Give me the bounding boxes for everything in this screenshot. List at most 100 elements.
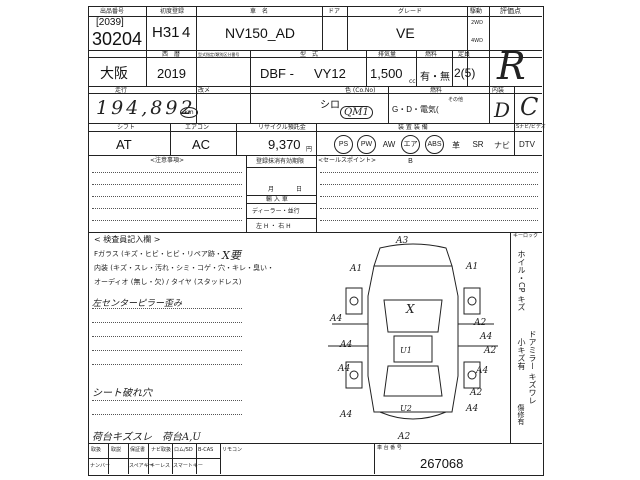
grid-line bbox=[146, 6, 147, 86]
equip-aw: AW bbox=[382, 140, 396, 149]
hand-note-4: 荷台A,U bbox=[162, 432, 201, 443]
meter-label: 改メ bbox=[198, 87, 211, 94]
shift-label: シフト bbox=[117, 124, 136, 131]
grid-line bbox=[88, 16, 542, 17]
grid-line bbox=[366, 50, 367, 86]
capacity: 2(5) bbox=[454, 66, 476, 80]
day-label: 日 bbox=[296, 186, 303, 193]
venue: 大阪 bbox=[100, 65, 128, 81]
grid-line bbox=[88, 57, 542, 58]
inspection-title: < 検査員記入欄 > bbox=[94, 235, 161, 244]
chassis-label: 車 台 番 号 bbox=[377, 445, 402, 451]
dotted-line bbox=[92, 184, 242, 185]
dotted-line bbox=[320, 172, 538, 173]
equip-dtv: DTV bbox=[519, 140, 535, 149]
damage-mark: A2 bbox=[474, 318, 487, 328]
equip-airbag: エアB bbox=[401, 135, 420, 165]
footer-item: ナビ取扱 bbox=[151, 447, 172, 453]
dotted-line bbox=[92, 220, 242, 221]
grid-line bbox=[246, 195, 316, 196]
dotted-line bbox=[92, 208, 242, 209]
model-label: 型 式 bbox=[300, 51, 319, 58]
grid-line bbox=[510, 232, 511, 443]
footer-item: 保証書 bbox=[130, 447, 146, 453]
right-side-note: ホイル・CP キズ bbox=[517, 250, 526, 311]
aircon-label: エアコン bbox=[185, 124, 210, 131]
grid-line bbox=[88, 232, 542, 233]
grid-line bbox=[88, 155, 542, 156]
footer-item: スマートキー bbox=[173, 463, 203, 469]
damage-mark: A4 bbox=[480, 332, 493, 342]
damage-mark: A1 bbox=[466, 262, 479, 272]
fuel-value: 有・無 bbox=[420, 72, 450, 83]
footer-item: スペアキー bbox=[129, 463, 154, 469]
grid-line bbox=[416, 50, 417, 86]
dotted-line bbox=[320, 196, 538, 197]
grid-line bbox=[374, 443, 375, 474]
interior-label: 内装 bbox=[492, 87, 505, 94]
damage-mark: A4 bbox=[340, 410, 353, 420]
year-month: 4 bbox=[182, 24, 191, 41]
hand-note-3: 荷台キズスレ bbox=[92, 432, 152, 443]
u-mark: U1 bbox=[400, 346, 412, 355]
score-hand: R bbox=[497, 44, 526, 88]
footer-item: ロム/SD bbox=[174, 447, 193, 453]
grid-line bbox=[250, 50, 251, 86]
x-mark: X bbox=[406, 302, 415, 316]
glass-hand: X要 bbox=[222, 249, 241, 262]
damage-mark: A4 bbox=[466, 404, 479, 414]
grid-line bbox=[246, 203, 316, 204]
grid-line bbox=[347, 6, 348, 50]
year-era: H31 bbox=[152, 24, 180, 41]
dotted-line bbox=[92, 172, 242, 173]
damage-mark: A2 bbox=[398, 432, 411, 442]
hand-note-2: シート破れ穴 bbox=[92, 388, 152, 399]
lot-small: [2039] bbox=[96, 17, 124, 28]
dotted-line bbox=[320, 184, 538, 185]
audio-line: オーディオ (無し・欠) / タイヤ (スタッドレス) bbox=[94, 278, 242, 286]
grid-line bbox=[246, 155, 247, 232]
notes-label: <注意事項> bbox=[150, 157, 185, 164]
grid-line bbox=[316, 155, 317, 232]
cc-unit: cc bbox=[409, 78, 416, 85]
dotted-line bbox=[92, 414, 242, 415]
aircon-value: AC bbox=[192, 137, 211, 152]
model-name: NV150_AD bbox=[225, 25, 296, 41]
grid-line bbox=[467, 6, 468, 86]
damage-mark: A2 bbox=[484, 346, 497, 356]
dotted-line bbox=[92, 364, 242, 365]
grid-line bbox=[388, 86, 389, 123]
name-label: 車 名 bbox=[250, 8, 269, 15]
grid-line bbox=[246, 218, 316, 219]
hand-note-1: 左センターピラー歪み bbox=[92, 299, 183, 309]
interior-hand: D bbox=[494, 98, 511, 122]
exhibit-label: 出品番号 bbox=[100, 8, 125, 15]
grade: VE bbox=[396, 25, 415, 41]
dealer-label: ディーラー・並行 bbox=[252, 208, 300, 215]
grid-line bbox=[322, 6, 323, 50]
footer-item: ナンバー bbox=[90, 463, 111, 469]
grid-line bbox=[514, 86, 515, 123]
grid-line bbox=[196, 86, 197, 123]
grid-line bbox=[316, 123, 317, 155]
damage-mark: A2 bbox=[470, 388, 483, 398]
grid-line bbox=[196, 50, 197, 86]
dotted-line bbox=[92, 308, 242, 309]
footer-item: リモコン bbox=[222, 447, 243, 453]
equip-abs: ABS bbox=[425, 135, 444, 154]
dotted-line bbox=[320, 220, 538, 221]
grid-line bbox=[88, 123, 542, 124]
capacity-label: 定員 bbox=[458, 51, 471, 58]
recycle-value: 9,370 bbox=[268, 137, 301, 152]
dotted-line bbox=[92, 196, 242, 197]
model-code: VY12 bbox=[314, 66, 346, 81]
grid-line bbox=[88, 443, 542, 444]
registration-label: 登録抹消有効期限 bbox=[256, 158, 305, 165]
grid-line bbox=[88, 131, 542, 132]
dotted-line bbox=[92, 336, 242, 337]
damage-mark: A3 bbox=[396, 236, 409, 246]
drive-2wd: 2WD bbox=[471, 20, 483, 26]
mileage-label: 走行 bbox=[115, 87, 128, 94]
shift-value: AT bbox=[116, 137, 132, 152]
color-hand: シロ bbox=[320, 100, 340, 111]
